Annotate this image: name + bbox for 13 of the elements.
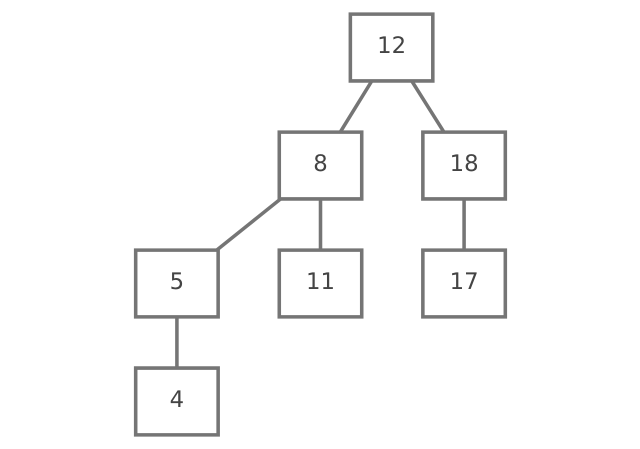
connector	[216, 198, 282, 252]
connector	[462, 199, 466, 250]
node-box: 17	[420, 248, 507, 319]
connector	[410, 80, 445, 133]
node-box: 18	[420, 130, 507, 201]
node-box: 5	[133, 248, 220, 319]
node-box: 8	[277, 130, 363, 201]
node-box: 11	[277, 248, 363, 319]
node-box: 12	[348, 12, 434, 83]
connector	[174, 317, 178, 368]
connector	[318, 199, 322, 250]
node-box: 4	[133, 366, 220, 437]
connector	[338, 80, 373, 133]
